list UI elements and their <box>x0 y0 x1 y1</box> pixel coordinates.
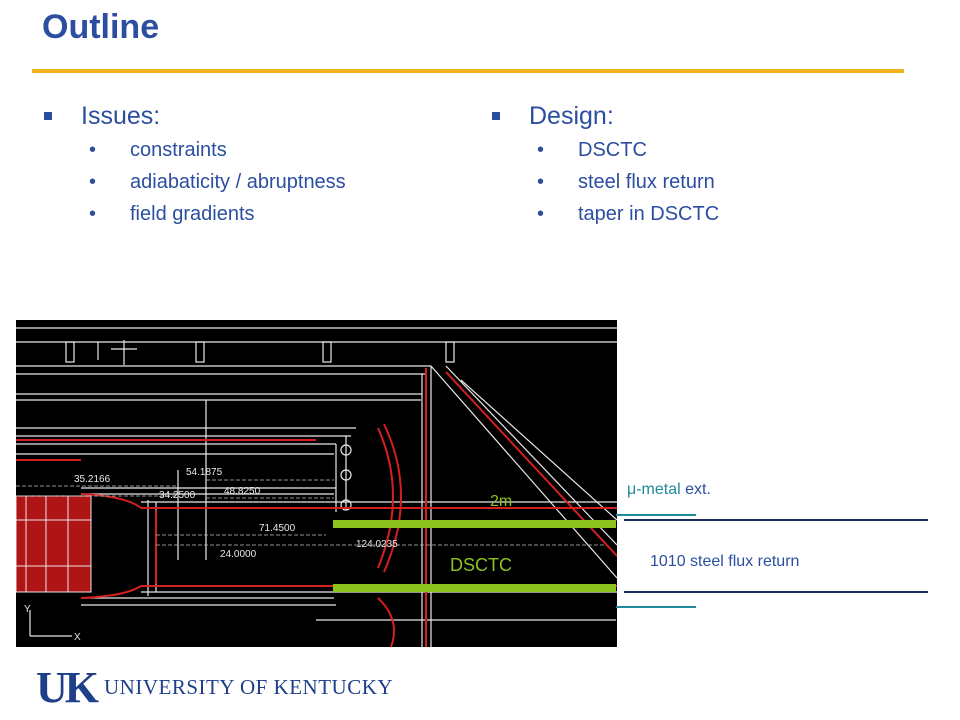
dimension-label: 34.2500 <box>159 490 196 501</box>
issues-heading: Issues: <box>44 100 346 132</box>
bullet-dot-icon: • <box>537 139 545 161</box>
list-item: •steel flux return <box>492 166 719 198</box>
university-logo: UK UNIVERSITY OF KENTUCKY <box>36 662 393 713</box>
uk-logo-mark: UK <box>36 663 99 712</box>
mu-metal-label: μ-metal ext. <box>627 481 711 499</box>
axis-x-label: X <box>74 632 81 643</box>
design-heading-text: Design: <box>529 101 614 130</box>
cad-drawing: 54.1875 48.8250 35.2166 34.2500 71.4500 … <box>16 320 617 647</box>
cad-coil-hatch <box>16 495 92 593</box>
mu-metal-line-top <box>616 514 696 516</box>
dimension-label: 124.0235 <box>356 539 398 550</box>
design-heading: Design: <box>492 100 719 132</box>
label-2m: 2m <box>490 493 512 510</box>
bullet-dot-icon: • <box>89 139 97 161</box>
green-bar-top <box>333 520 616 528</box>
bullet-dot-icon: • <box>89 203 97 225</box>
cad-dimension-labels: 54.1875 48.8250 35.2166 34.2500 71.4500 … <box>24 467 398 643</box>
dimension-label: 35.2166 <box>74 474 111 485</box>
cad-outlines <box>16 327 617 647</box>
green-bar-bottom <box>333 584 616 592</box>
dimension-label: 48.8250 <box>224 486 261 497</box>
cad-drawing-svg: 54.1875 48.8250 35.2166 34.2500 71.4500 … <box>16 327 617 647</box>
mu-metal-line-bottom <box>616 606 696 608</box>
list-item: •constraints <box>44 134 346 166</box>
slide-title: Outline <box>42 8 160 46</box>
bullet-dot-icon: • <box>89 171 97 193</box>
design-column: Design: •DSCTC •steel flux return •taper… <box>492 100 719 230</box>
axis-y-label: Y <box>24 604 31 615</box>
ext-text: ext. <box>680 481 711 498</box>
mu-metal-text: -metal <box>636 481 681 498</box>
university-name: UNIVERSITY OF KENTUCKY <box>104 675 394 699</box>
cad-dimension-lines <box>16 479 606 546</box>
square-bullet-icon <box>44 112 52 120</box>
list-item: •adiabaticity / abruptness <box>44 166 346 198</box>
title-underline <box>32 69 904 73</box>
cad-red-parts <box>16 368 617 647</box>
mu-symbol: μ <box>627 481 637 498</box>
design-list: •DSCTC •steel flux return •taper in DSCT… <box>492 134 719 230</box>
dimension-label: 71.4500 <box>259 523 296 534</box>
steel-line-top <box>624 519 928 521</box>
label-dsctc: DSCTC <box>450 555 512 575</box>
square-bullet-icon <box>492 112 500 120</box>
dimension-label: 24.0000 <box>220 549 257 560</box>
issues-column: Issues: •constraints •adiabaticity / abr… <box>44 100 346 230</box>
dimension-label: 54.1875 <box>186 467 223 478</box>
bullet-dot-icon: • <box>537 171 545 193</box>
issues-list: •constraints •adiabaticity / abruptness … <box>44 134 346 230</box>
list-item: •DSCTC <box>492 134 719 166</box>
list-item: •field gradients <box>44 198 346 230</box>
issues-heading-text: Issues: <box>81 101 161 130</box>
list-item: •taper in DSCTC <box>492 198 719 230</box>
steel-line-bottom <box>624 591 928 593</box>
steel-flux-label: 1010 steel flux return <box>650 553 800 570</box>
bullet-dot-icon: • <box>537 203 545 225</box>
